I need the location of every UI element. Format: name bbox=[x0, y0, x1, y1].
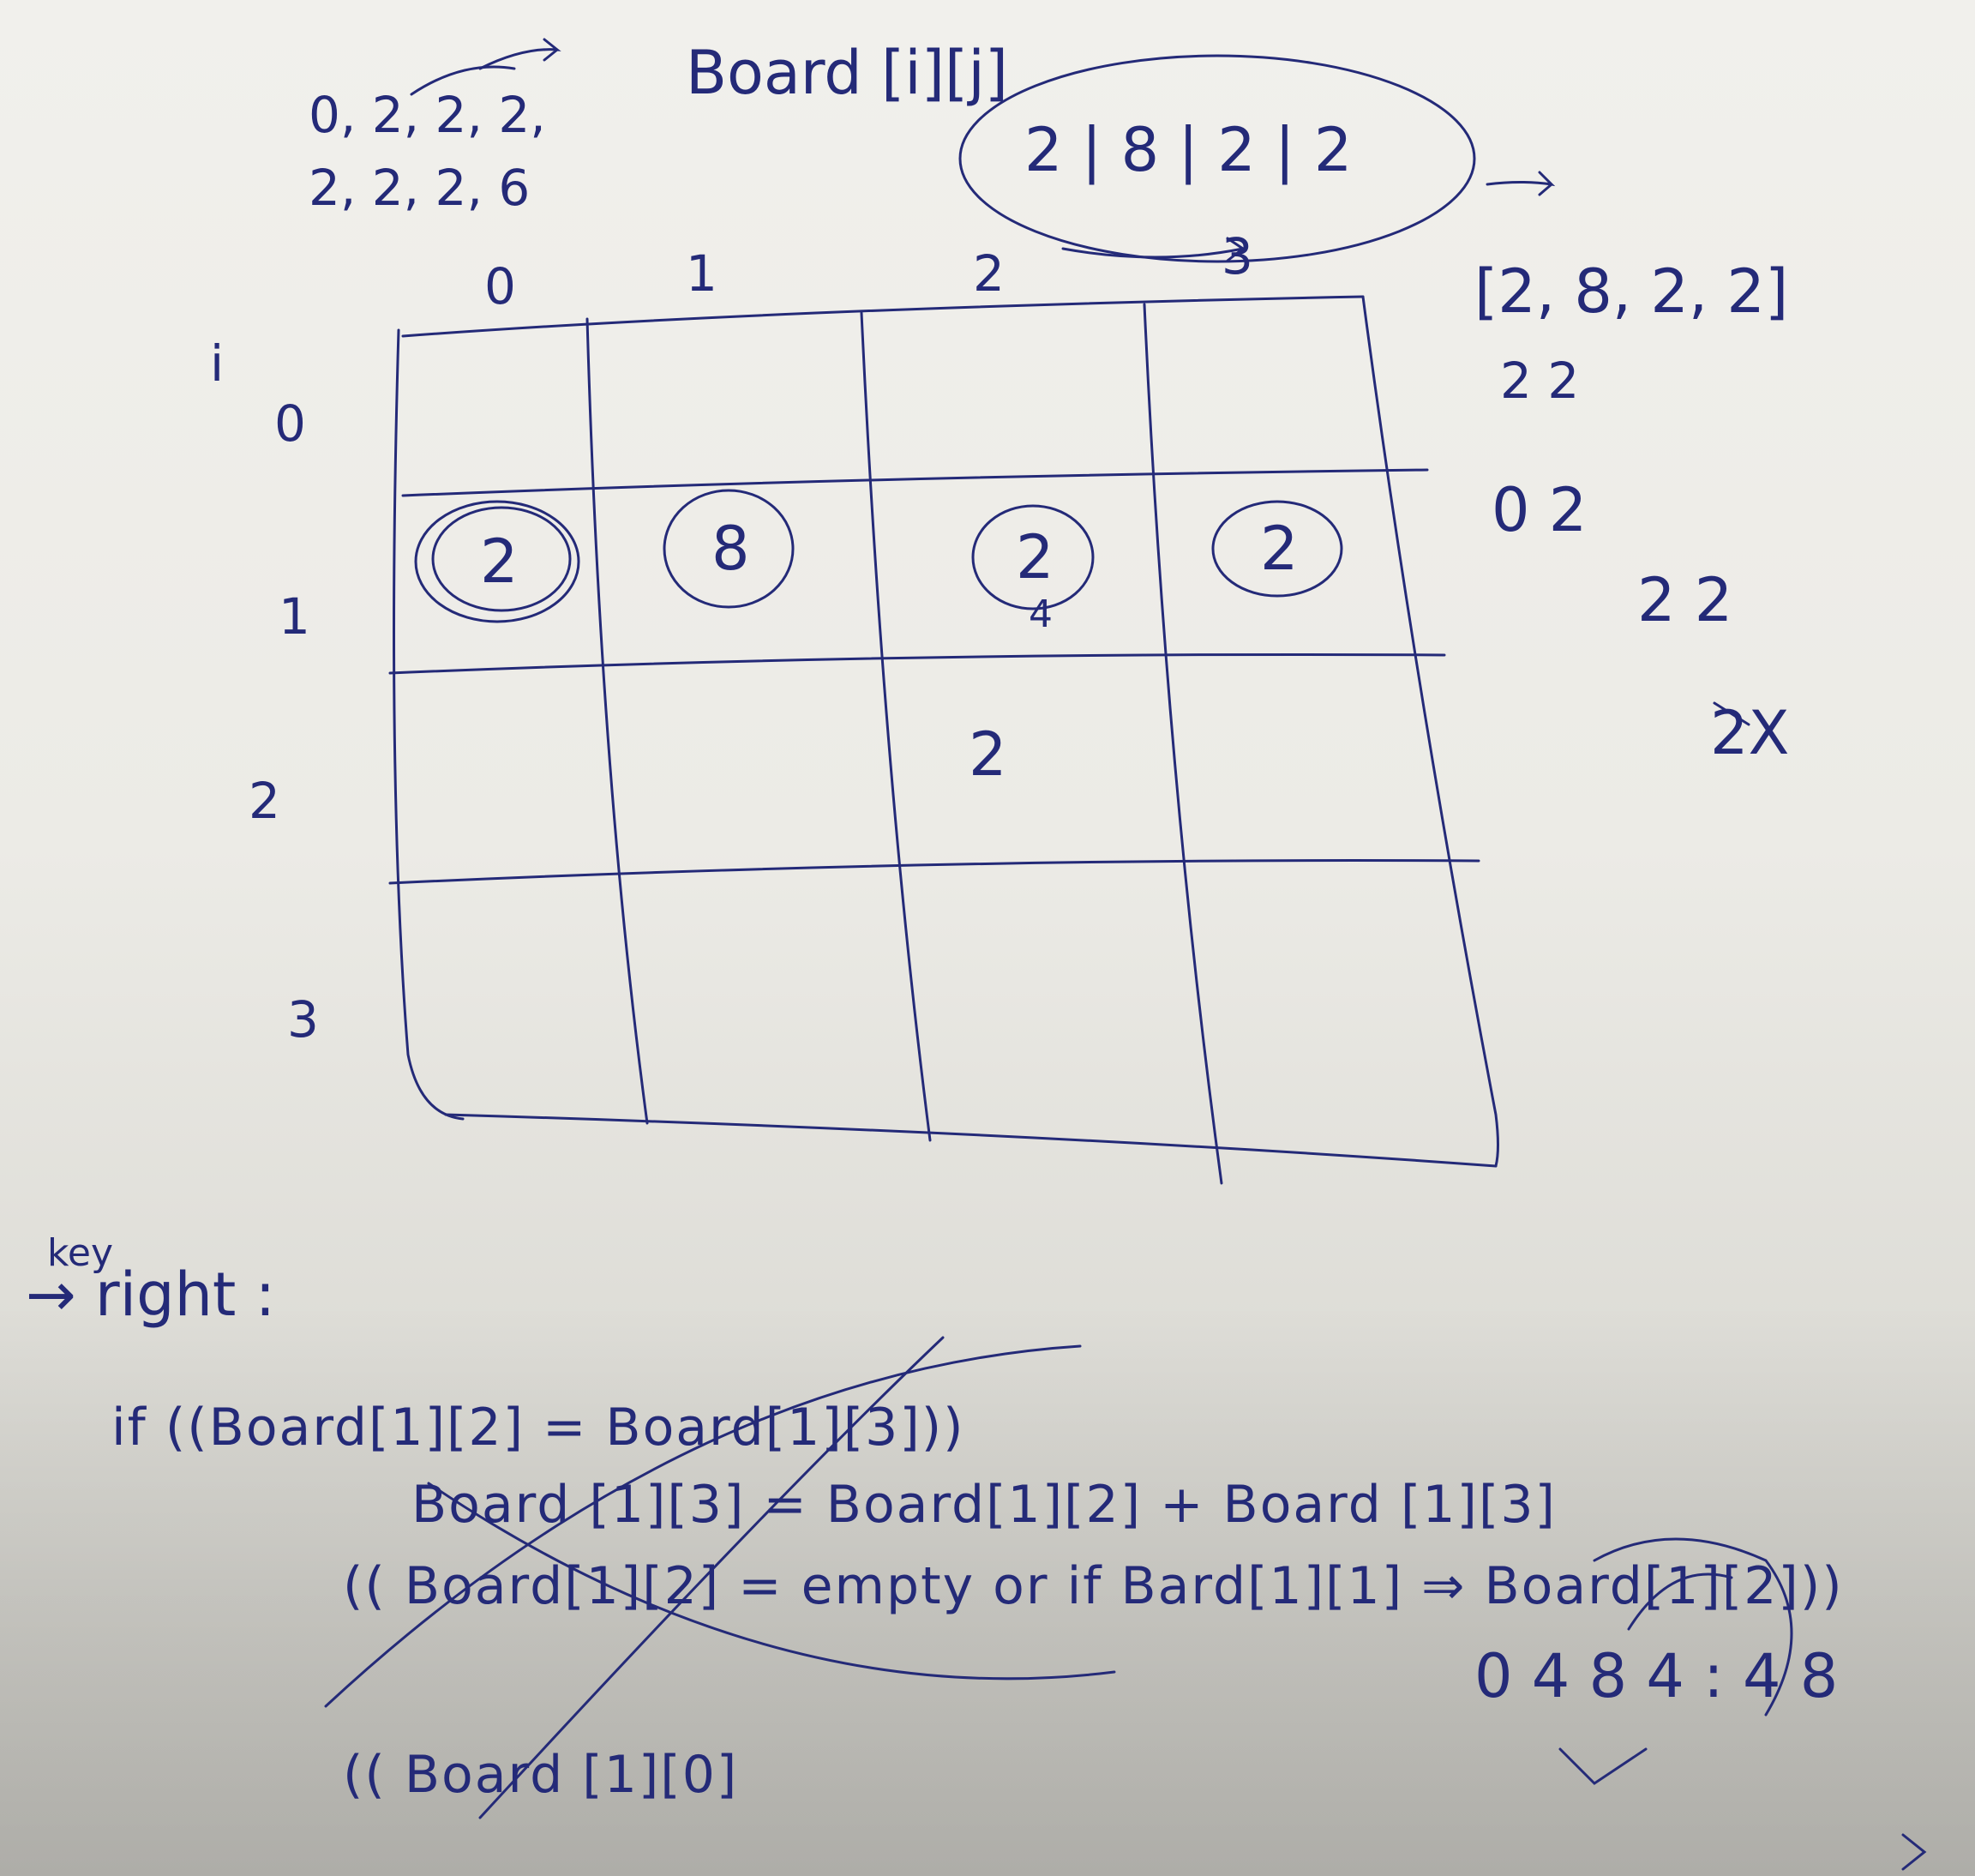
grid-hline-2 bbox=[388, 652, 1446, 675]
circle-cell-1-0-inner bbox=[431, 506, 572, 612]
code-line-1: if ((Board[1][2] = Board[1][3])) bbox=[111, 1398, 965, 1458]
row-label-2: 2 bbox=[249, 772, 280, 830]
board-title: Board [i][j] bbox=[686, 38, 1009, 108]
strike-3 bbox=[478, 1336, 945, 1819]
col-label-2: 2 bbox=[973, 244, 1005, 303]
code-line-3: (( Board[1][2] = empty or if Bard[1][1] … bbox=[343, 1556, 1844, 1616]
key-label: key bbox=[47, 1231, 114, 1275]
col-label-0: 0 bbox=[484, 257, 516, 316]
right-note-d: 2X bbox=[1710, 698, 1790, 768]
row-label-1: 1 bbox=[279, 587, 310, 646]
cell-circles bbox=[414, 54, 1476, 623]
seq-arrow-1 bbox=[410, 65, 516, 96]
right-note-a: 2 2 bbox=[1500, 352, 1580, 410]
grid-vline-right bbox=[1361, 295, 1499, 1168]
strike-2 bbox=[427, 1482, 1116, 1681]
i-axis-label: i bbox=[210, 334, 225, 393]
seq-arrow-2 bbox=[478, 38, 561, 70]
cell-1-2: 2 bbox=[1016, 522, 1054, 592]
cell-2-2: 2 bbox=[969, 719, 1007, 790]
row-label-3: 3 bbox=[287, 990, 319, 1049]
key-right: → right : bbox=[26, 1260, 276, 1330]
code-line-4: (( Board [1][0] bbox=[343, 1745, 739, 1805]
right-arrow bbox=[1486, 171, 1556, 196]
cell-1-0: 2 bbox=[480, 526, 519, 597]
cell-1-3: 2 bbox=[1260, 514, 1299, 584]
corner-loop-1 bbox=[1593, 1537, 1793, 1717]
grid-vline-left bbox=[393, 328, 465, 1121]
col-label-1: 1 bbox=[686, 244, 717, 303]
circled-row: 2 | 8 | 2 | 2 bbox=[1024, 115, 1353, 185]
row-arrow bbox=[1061, 237, 1246, 262]
circle-cell-1-3 bbox=[1211, 500, 1343, 598]
corner-loop-3 bbox=[1627, 1572, 1733, 1631]
right-note-b: 0 2 bbox=[1492, 475, 1588, 545]
grid-lines bbox=[388, 295, 1499, 1185]
right-list: [2, 8, 2, 2] bbox=[1474, 256, 1789, 327]
row-label-0: 0 bbox=[274, 394, 306, 453]
sequence-top: 0, 2, 2, 2, bbox=[309, 86, 546, 144]
circle-cell-1-1 bbox=[663, 489, 795, 609]
grid-hline-bottom bbox=[444, 1113, 1498, 1168]
corner-scribble: 0 4 8 4 : 4 8 bbox=[1474, 1641, 1839, 1711]
right-note-c: 2 2 bbox=[1637, 565, 1733, 635]
cell-small-four: 4 bbox=[1029, 592, 1053, 636]
cell-1-1: 8 bbox=[711, 514, 750, 584]
mark-2x bbox=[1713, 701, 1750, 726]
col-label-3: 3 bbox=[1222, 227, 1253, 286]
grid-hline-1 bbox=[401, 468, 1429, 497]
scribbles bbox=[324, 38, 1927, 1871]
corner-tail bbox=[1901, 1833, 1927, 1871]
grid-hline-3 bbox=[388, 859, 1480, 885]
circle-cell-1-0 bbox=[414, 500, 580, 623]
corner-loop-2 bbox=[1558, 1747, 1648, 1785]
strike-1 bbox=[324, 1344, 1082, 1708]
grid-hline-top bbox=[401, 295, 1365, 338]
code-line-2: Board [1][3] = Board[1][2] + Board [1][3… bbox=[411, 1475, 1557, 1535]
circle-top-row bbox=[958, 54, 1476, 263]
circle-cell-1-2 bbox=[971, 504, 1095, 610]
grid-vline-1 bbox=[585, 317, 649, 1125]
grid-vline-3 bbox=[1143, 303, 1223, 1185]
grid-vline-2 bbox=[860, 311, 932, 1142]
sequence-bottom: 2, 2, 2, 6 bbox=[309, 159, 531, 217]
